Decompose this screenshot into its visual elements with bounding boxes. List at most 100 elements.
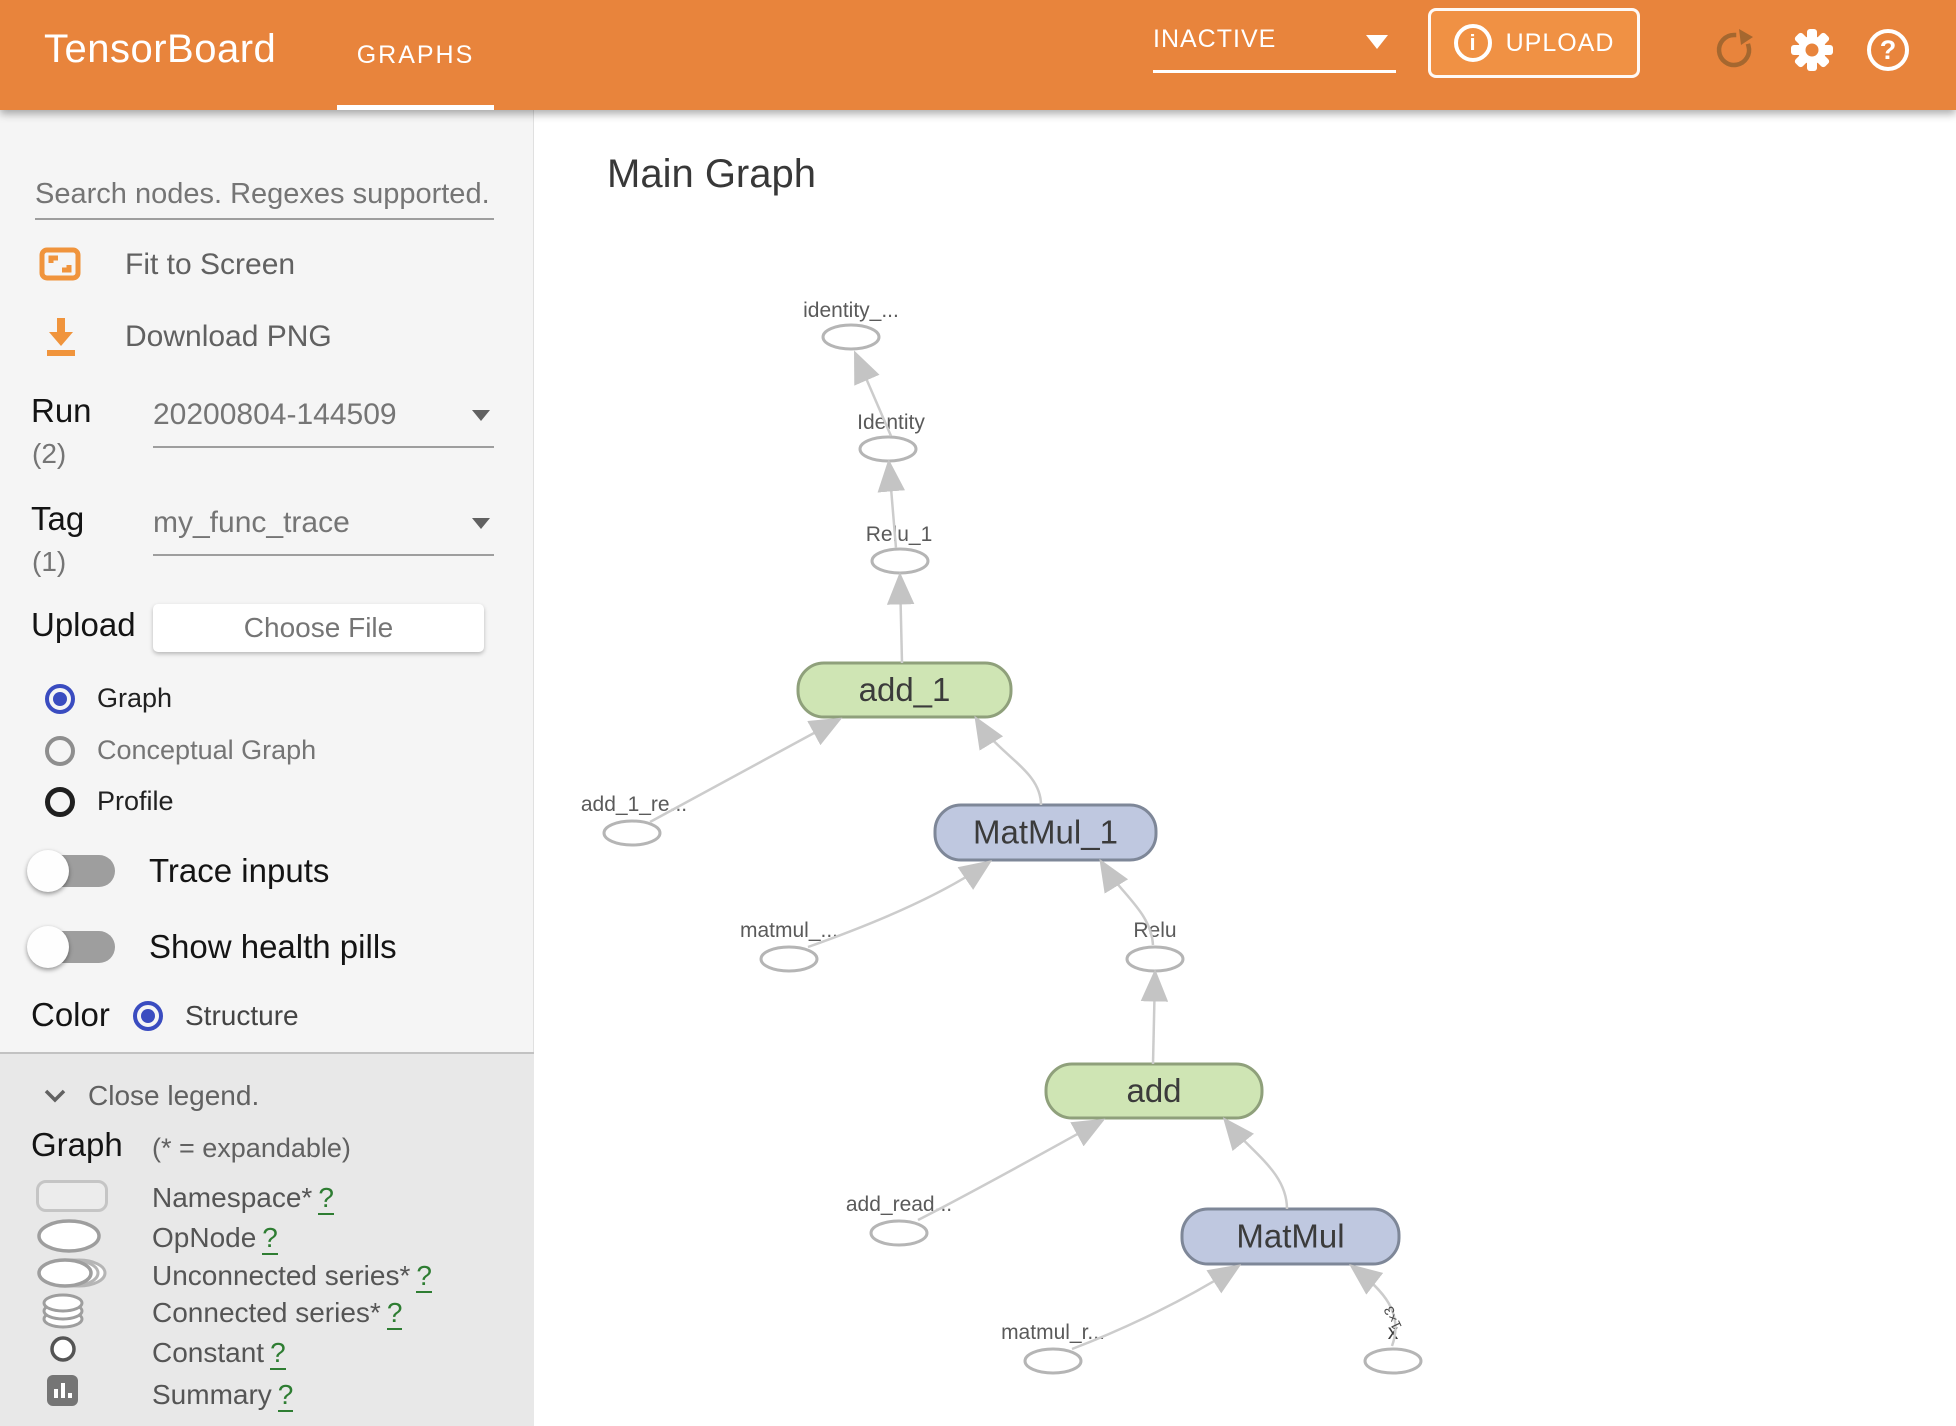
edge-shape-label: 1×3 <box>1380 1304 1405 1332</box>
help-icon: ? <box>1867 29 1909 71</box>
settings-button[interactable] <box>1788 26 1836 74</box>
svg-text:add_1_re...: add_1_re... <box>581 793 687 816</box>
health-pills-label: Show health pills <box>149 928 397 965</box>
gear-icon <box>1791 29 1833 71</box>
health-pills-toggle[interactable]: Show health pills <box>27 926 397 968</box>
app-title: TensorBoard <box>44 27 277 71</box>
tab-graphs[interactable]: GRAPHS <box>337 0 494 110</box>
radio-unselected-icon <box>45 786 75 817</box>
graph-edge-Relu-to-MatMul_1 <box>1099 858 1155 946</box>
sidebar: Fit to Screen Download PNG Run (2) 20200… <box>0 110 534 1426</box>
svg-text:add_read...: add_read... <box>846 1193 952 1216</box>
svg-text:MatMul: MatMul <box>1236 1218 1344 1255</box>
status-dropdown-value: INACTIVE <box>1153 25 1277 53</box>
summary-help-link[interactable]: ? <box>277 1379 294 1412</box>
graph-edge-add_1-to-Relu_1 <box>886 572 915 664</box>
svg-text:x: x <box>1388 1321 1399 1344</box>
upload-file-label: Upload <box>31 606 136 643</box>
close-legend-button[interactable]: Close legend. <box>44 1080 259 1112</box>
refresh-icon <box>1716 29 1753 68</box>
graph-node-MatMul[interactable]: MatMul <box>1180 1207 1401 1266</box>
connected-series-shape-icon <box>42 1293 84 1329</box>
graph-node-Relu_1[interactable]: Relu_1 <box>866 523 933 575</box>
view-radio-graph-label: Graph <box>97 683 173 713</box>
svg-text:identity_...: identity_... <box>803 299 899 322</box>
svg-text:matmul_r...: matmul_r... <box>1001 1321 1105 1344</box>
svg-text:MatMul_1: MatMul_1 <box>973 814 1118 851</box>
fit-to-screen-icon[interactable] <box>38 242 82 286</box>
graph-edge-matmul_r-to-MatMul <box>1071 1264 1242 1351</box>
graph-node-add_read[interactable]: add_read... <box>846 1193 952 1247</box>
download-png-icon[interactable] <box>39 314 83 358</box>
svg-text:matmul_...: matmul_... <box>740 919 838 942</box>
opnode-shape-icon <box>37 1219 101 1253</box>
legend-expandable-note: (* = expandable) <box>152 1133 351 1163</box>
download-png-button[interactable]: Download PNG <box>125 320 332 353</box>
graph-node-Relu[interactable]: Relu <box>1125 919 1185 973</box>
color-radio-structure[interactable]: Structure <box>133 1000 299 1032</box>
tab-active-indicator <box>337 105 494 110</box>
graph-node-matmul_dots[interactable]: matmul_... <box>740 919 838 973</box>
legend-item-constant: Constant? <box>152 1337 286 1370</box>
run-count: (2) <box>32 438 67 469</box>
app-header: TensorBoard GRAPHS INACTIVE i UPLOAD <box>0 0 1956 110</box>
trace-inputs-toggle[interactable]: Trace inputs <box>27 850 330 892</box>
svg-text:Relu_1: Relu_1 <box>866 523 933 546</box>
fit-to-screen-button[interactable]: Fit to Screen <box>125 248 296 281</box>
view-radio-profile-label: Profile <box>97 786 174 816</box>
view-radio-graph[interactable]: Graph <box>45 683 172 714</box>
tag-select[interactable]: my_func_trace <box>153 506 494 556</box>
graph-edge-Relu_1-to-Identity <box>877 459 905 549</box>
tag-label: Tag <box>31 500 85 537</box>
choose-file-button[interactable]: Choose File <box>153 604 484 652</box>
chevron-down-icon <box>472 410 490 421</box>
run-select[interactable]: 20200804-144509 <box>153 398 494 448</box>
graph-edge-MatMul-to-add <box>1222 1117 1289 1210</box>
trace-inputs-label: Trace inputs <box>149 852 330 889</box>
graph-edge-Identity-to-identity_dots <box>854 350 893 437</box>
namespace-shape-icon <box>36 1180 108 1212</box>
radio-selected-icon <box>133 1001 163 1031</box>
graph-node-matmul_r[interactable]: matmul_r... <box>1001 1321 1105 1375</box>
graph-node-MatMul_1[interactable]: MatMul_1 <box>933 803 1158 862</box>
view-radio-profile[interactable]: Profile <box>45 786 174 817</box>
radio-unselected-icon <box>45 735 75 766</box>
chevron-down-icon <box>1366 35 1388 49</box>
graph-node-add_1_re[interactable]: add_1_re... <box>581 793 687 847</box>
page-title: Main Graph <box>607 152 816 196</box>
view-radio-conceptual[interactable]: Conceptual Graph <box>45 735 316 766</box>
color-by-label: Color <box>31 996 110 1033</box>
legend-item-unconnected-series: Unconnected series*? <box>152 1260 432 1293</box>
connected-series-help-link[interactable]: ? <box>386 1297 403 1330</box>
constant-help-link[interactable]: ? <box>270 1337 286 1370</box>
refresh-button[interactable] <box>1710 26 1758 74</box>
help-button[interactable]: ? <box>1864 26 1912 74</box>
status-dropdown[interactable]: INACTIVE <box>1153 25 1396 73</box>
opnode-help-link[interactable]: ? <box>262 1222 278 1255</box>
run-label: Run <box>31 392 92 429</box>
svg-text:add_1: add_1 <box>859 671 951 708</box>
info-icon: i <box>1453 24 1492 62</box>
unconnected-series-shape-icon <box>37 1258 107 1288</box>
close-legend-label: Close legend. <box>88 1080 260 1111</box>
graph-node-identity_dots[interactable]: identity_... <box>803 299 899 351</box>
graph-node-add_1[interactable]: add_1 <box>796 661 1013 719</box>
graph-node-add[interactable]: add <box>1044 1062 1264 1120</box>
upload-button[interactable]: i UPLOAD <box>1428 8 1640 78</box>
legend-item-connected-series: Connected series*? <box>152 1297 403 1330</box>
graph-node-Identity[interactable]: Identity <box>857 411 925 463</box>
legend-item-namespace: Namespace*? <box>152 1182 334 1215</box>
graph-node-x[interactable]: x <box>1363 1321 1423 1375</box>
search-input[interactable] <box>35 170 494 220</box>
unconnected-series-help-link[interactable]: ? <box>416 1260 432 1293</box>
graph-edge-x-to-MatMul <box>1349 1263 1397 1347</box>
view-radio-conceptual-label: Conceptual Graph <box>97 735 317 765</box>
tag-count: (1) <box>32 546 67 577</box>
summary-shape-icon <box>47 1375 78 1406</box>
color-structure-label: Structure <box>185 1000 299 1031</box>
namespace-help-link[interactable]: ? <box>318 1182 334 1215</box>
toggle-off-icon <box>27 926 115 968</box>
legend-heading: Graph <box>31 1126 123 1163</box>
